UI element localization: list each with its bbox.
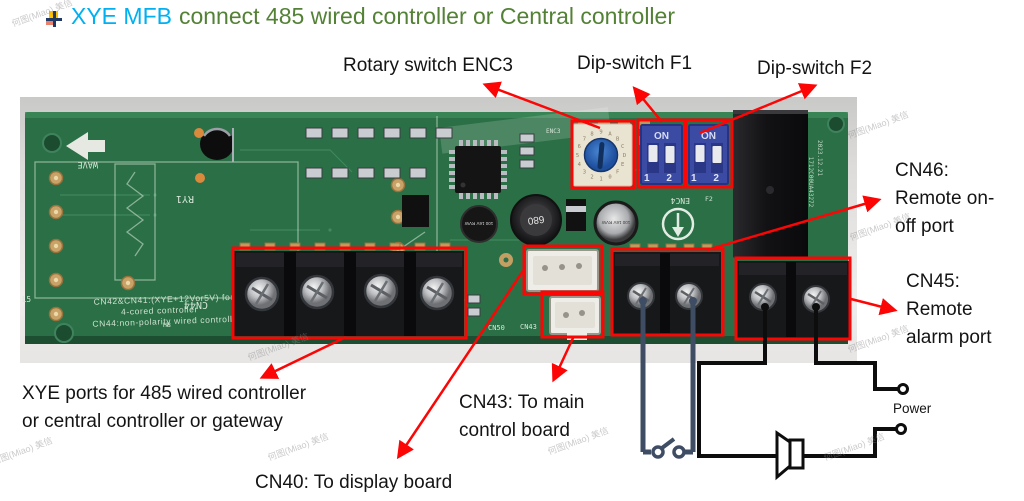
svg-text:CN42&CN41:(XYE+12Vor5V) for: CN42&CN41:(XYE+12Vor5V) for — [93, 292, 233, 307]
svg-text:ON: ON — [701, 131, 716, 142]
svg-text:9: 9 — [599, 130, 602, 136]
bullet-icon — [46, 11, 62, 27]
title-highlight: XYE MFB — [71, 3, 172, 29]
xye-label: XYE ports for 485 wired controller or ce… — [22, 383, 307, 432]
top-capacitor — [194, 127, 234, 183]
silk-cn44: CN44 — [184, 299, 208, 310]
pcb-photo: WAVE RY1 CN44 L5 HB CN — [20, 97, 857, 363]
svg-text:2: 2 — [590, 175, 593, 181]
svg-text:680: 680 — [526, 213, 544, 226]
silk-l5: L5 — [22, 295, 31, 304]
svg-text:6: 6 — [578, 144, 581, 150]
dip-f1-label: Dip-switch F1 — [577, 53, 693, 74]
svg-text:1 2: 1 2 — [691, 173, 726, 184]
wave-arrow-icon: WAVE — [66, 132, 105, 169]
cn43-label: CN43: To main control board — [459, 392, 585, 441]
capacitor-1: 100 16V RVW — [460, 205, 498, 243]
silk-ry1: RY1 — [176, 193, 194, 204]
alarm-speaker-icon — [775, 430, 805, 481]
svg-text:C: C — [621, 144, 624, 150]
cn40-connector — [526, 249, 599, 292]
power-label: Power — [893, 401, 932, 416]
xye-terminal-block — [234, 251, 464, 336]
pcb-art: WAVE RY1 CN44 L5 HB CN — [22, 107, 849, 344]
diode — [566, 199, 586, 231]
svg-text:F2: F2 — [705, 195, 713, 203]
svg-text:5: 5 — [576, 153, 579, 159]
svg-text:E: E — [621, 162, 624, 168]
watermark: 何图(Miao) 美信 — [822, 431, 886, 463]
watermark: 何图(Miao) 美信 — [0, 435, 54, 467]
silk-notes: CN42&CN41:(XYE+12Vor5V) for 4-cored cont… — [92, 292, 241, 329]
svg-text:3: 3 — [583, 170, 586, 176]
inductor-680: 680 — [510, 194, 562, 246]
dip-switch-f2: ON 1 2 — [688, 124, 729, 185]
cn46-label: CN46: Remote on- off port — [895, 160, 995, 237]
switch-contact-left — [651, 445, 665, 459]
svg-text:0: 0 — [608, 175, 611, 181]
svg-text:8: 8 — [590, 131, 593, 137]
rotary-label: Rotary switch ENC3 — [343, 55, 513, 76]
svg-text:ON: ON — [654, 131, 669, 142]
silk-cn50: CN50 — [488, 324, 505, 332]
silk-date: 2023.12.21 — [816, 140, 823, 177]
svg-text:100 16V RVW: 100 16V RVW — [464, 221, 493, 226]
svg-text:WAVE: WAVE — [78, 159, 98, 169]
cn46-terminal-block — [613, 252, 721, 334]
mcu-chip — [449, 140, 507, 199]
small-ic — [402, 195, 429, 227]
title-rest: connect 485 wired controller or Central … — [178, 3, 675, 29]
cn40-label: CN40: To display board — [255, 472, 453, 493]
switch-contact-right — [672, 445, 686, 459]
silk-hb: HB — [163, 321, 171, 329]
silk-cn43: CN43 — [520, 323, 537, 331]
watermark: 何图(Miao) 美信 — [10, 0, 74, 29]
cn45-label: CN45: Remote alarm port — [906, 271, 992, 348]
capacitor-2: 100 16V RVW — [593, 200, 639, 246]
dip-switch-f1: ON 1 2 — [640, 124, 683, 185]
cn45-arrow — [850, 297, 898, 316]
svg-text:F: F — [616, 170, 619, 176]
svg-text:ENC4: ENC4 — [671, 196, 690, 205]
svg-text:D: D — [623, 153, 626, 159]
switch-lever — [660, 437, 676, 450]
mount-holes — [42, 115, 845, 343]
svg-text:4-cored controller: 4-cored controller — [121, 304, 198, 317]
cn45-terminal-block — [737, 261, 849, 338]
silk-enc3: ENC3 — [546, 128, 561, 135]
relay — [733, 110, 808, 258]
silk-serial: 1712C00UA43272 — [807, 157, 814, 208]
svg-text:7: 7 — [583, 136, 586, 142]
power-terminal-top — [897, 383, 909, 395]
dip-f2-label: Dip-switch F2 — [757, 58, 873, 79]
power-terminal-bottom — [895, 423, 907, 435]
svg-text:1 2: 1 2 — [644, 173, 679, 184]
svg-text:100 16V RVW: 100 16V RVW — [601, 220, 630, 225]
svg-text:1: 1 — [599, 177, 602, 183]
cn43-connector — [549, 296, 601, 340]
gold-pad-hole — [503, 257, 509, 263]
